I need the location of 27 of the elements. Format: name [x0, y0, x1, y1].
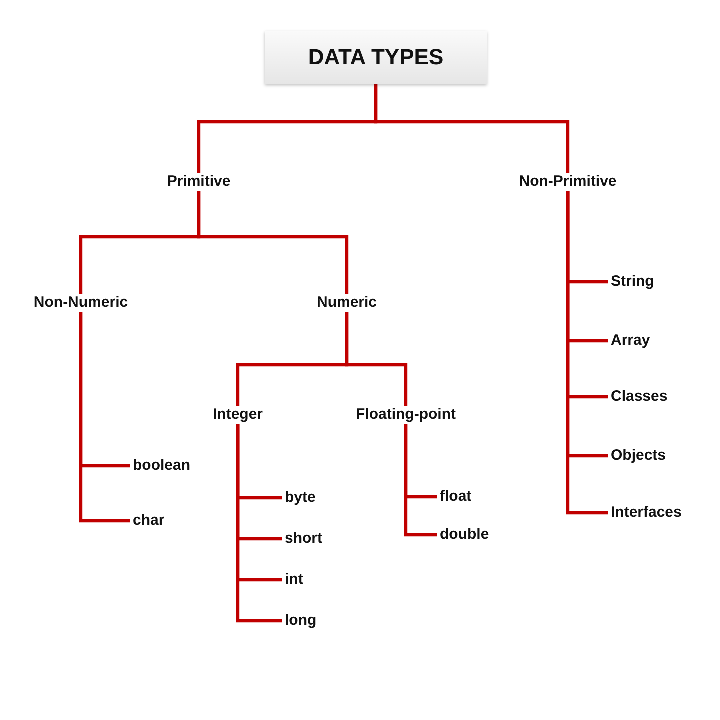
node-label: int: [285, 571, 304, 589]
title-box: DATA TYPES: [265, 32, 487, 84]
tree-connector: [566, 191, 608, 515]
node-label: double: [440, 526, 490, 544]
node-label: Objects: [611, 447, 666, 465]
node-label: boolean: [133, 457, 191, 475]
tree-connector: [404, 424, 437, 537]
node-label: Classes: [611, 388, 668, 406]
node-label: long: [285, 612, 317, 630]
tree-connector: [79, 312, 130, 523]
node-label: short: [285, 530, 322, 548]
node-label: byte: [285, 489, 316, 507]
tree-connector: [345, 312, 408, 406]
tree-connector: [374, 84, 570, 173]
node-label: String: [611, 273, 654, 291]
node-label: float: [440, 488, 472, 506]
node-label: Interfaces: [611, 504, 682, 522]
node-label: Non-Numeric: [34, 294, 128, 312]
node-label: Floating-point: [356, 406, 456, 424]
node-label: char: [133, 512, 165, 530]
node-label: Numeric: [316, 294, 378, 312]
node-label: Array: [611, 332, 650, 350]
tree-connector: [197, 191, 349, 294]
tree-connector: [236, 424, 282, 623]
node-label: Non-Primitive: [519, 173, 617, 191]
node-label: Primitive: [167, 173, 231, 191]
node-label: Integer: [213, 406, 263, 424]
